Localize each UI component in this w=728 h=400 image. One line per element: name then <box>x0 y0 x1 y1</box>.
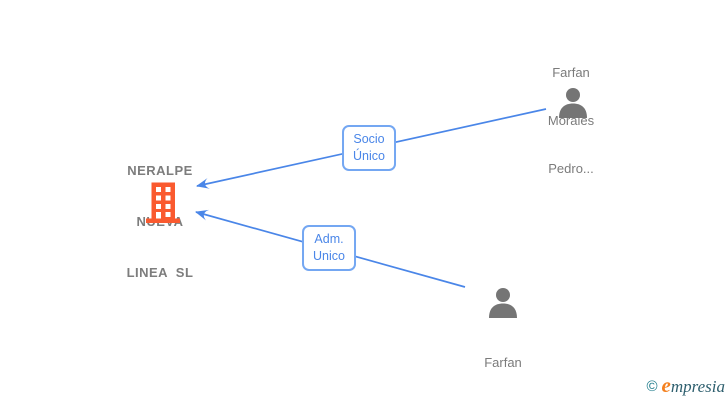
edge-label-adm-unico[interactable]: Adm. Unico <box>302 225 356 271</box>
copyright-icon: © <box>646 378 658 395</box>
person-top-name: Farfan Morales Pedro... <box>547 65 595 176</box>
person-icon <box>559 88 587 118</box>
brand-initial: e <box>661 373 671 397</box>
brand-name: mpresia <box>670 377 725 396</box>
person-bottom-name: Farfan Madrid Alvaro Jose <box>484 355 522 370</box>
building-icon <box>146 182 180 223</box>
empresia-watermark[interactable]: ©empresia <box>646 373 725 398</box>
edge-label-socio-unico[interactable]: Socio Único <box>342 125 396 171</box>
person-icon <box>489 288 517 318</box>
